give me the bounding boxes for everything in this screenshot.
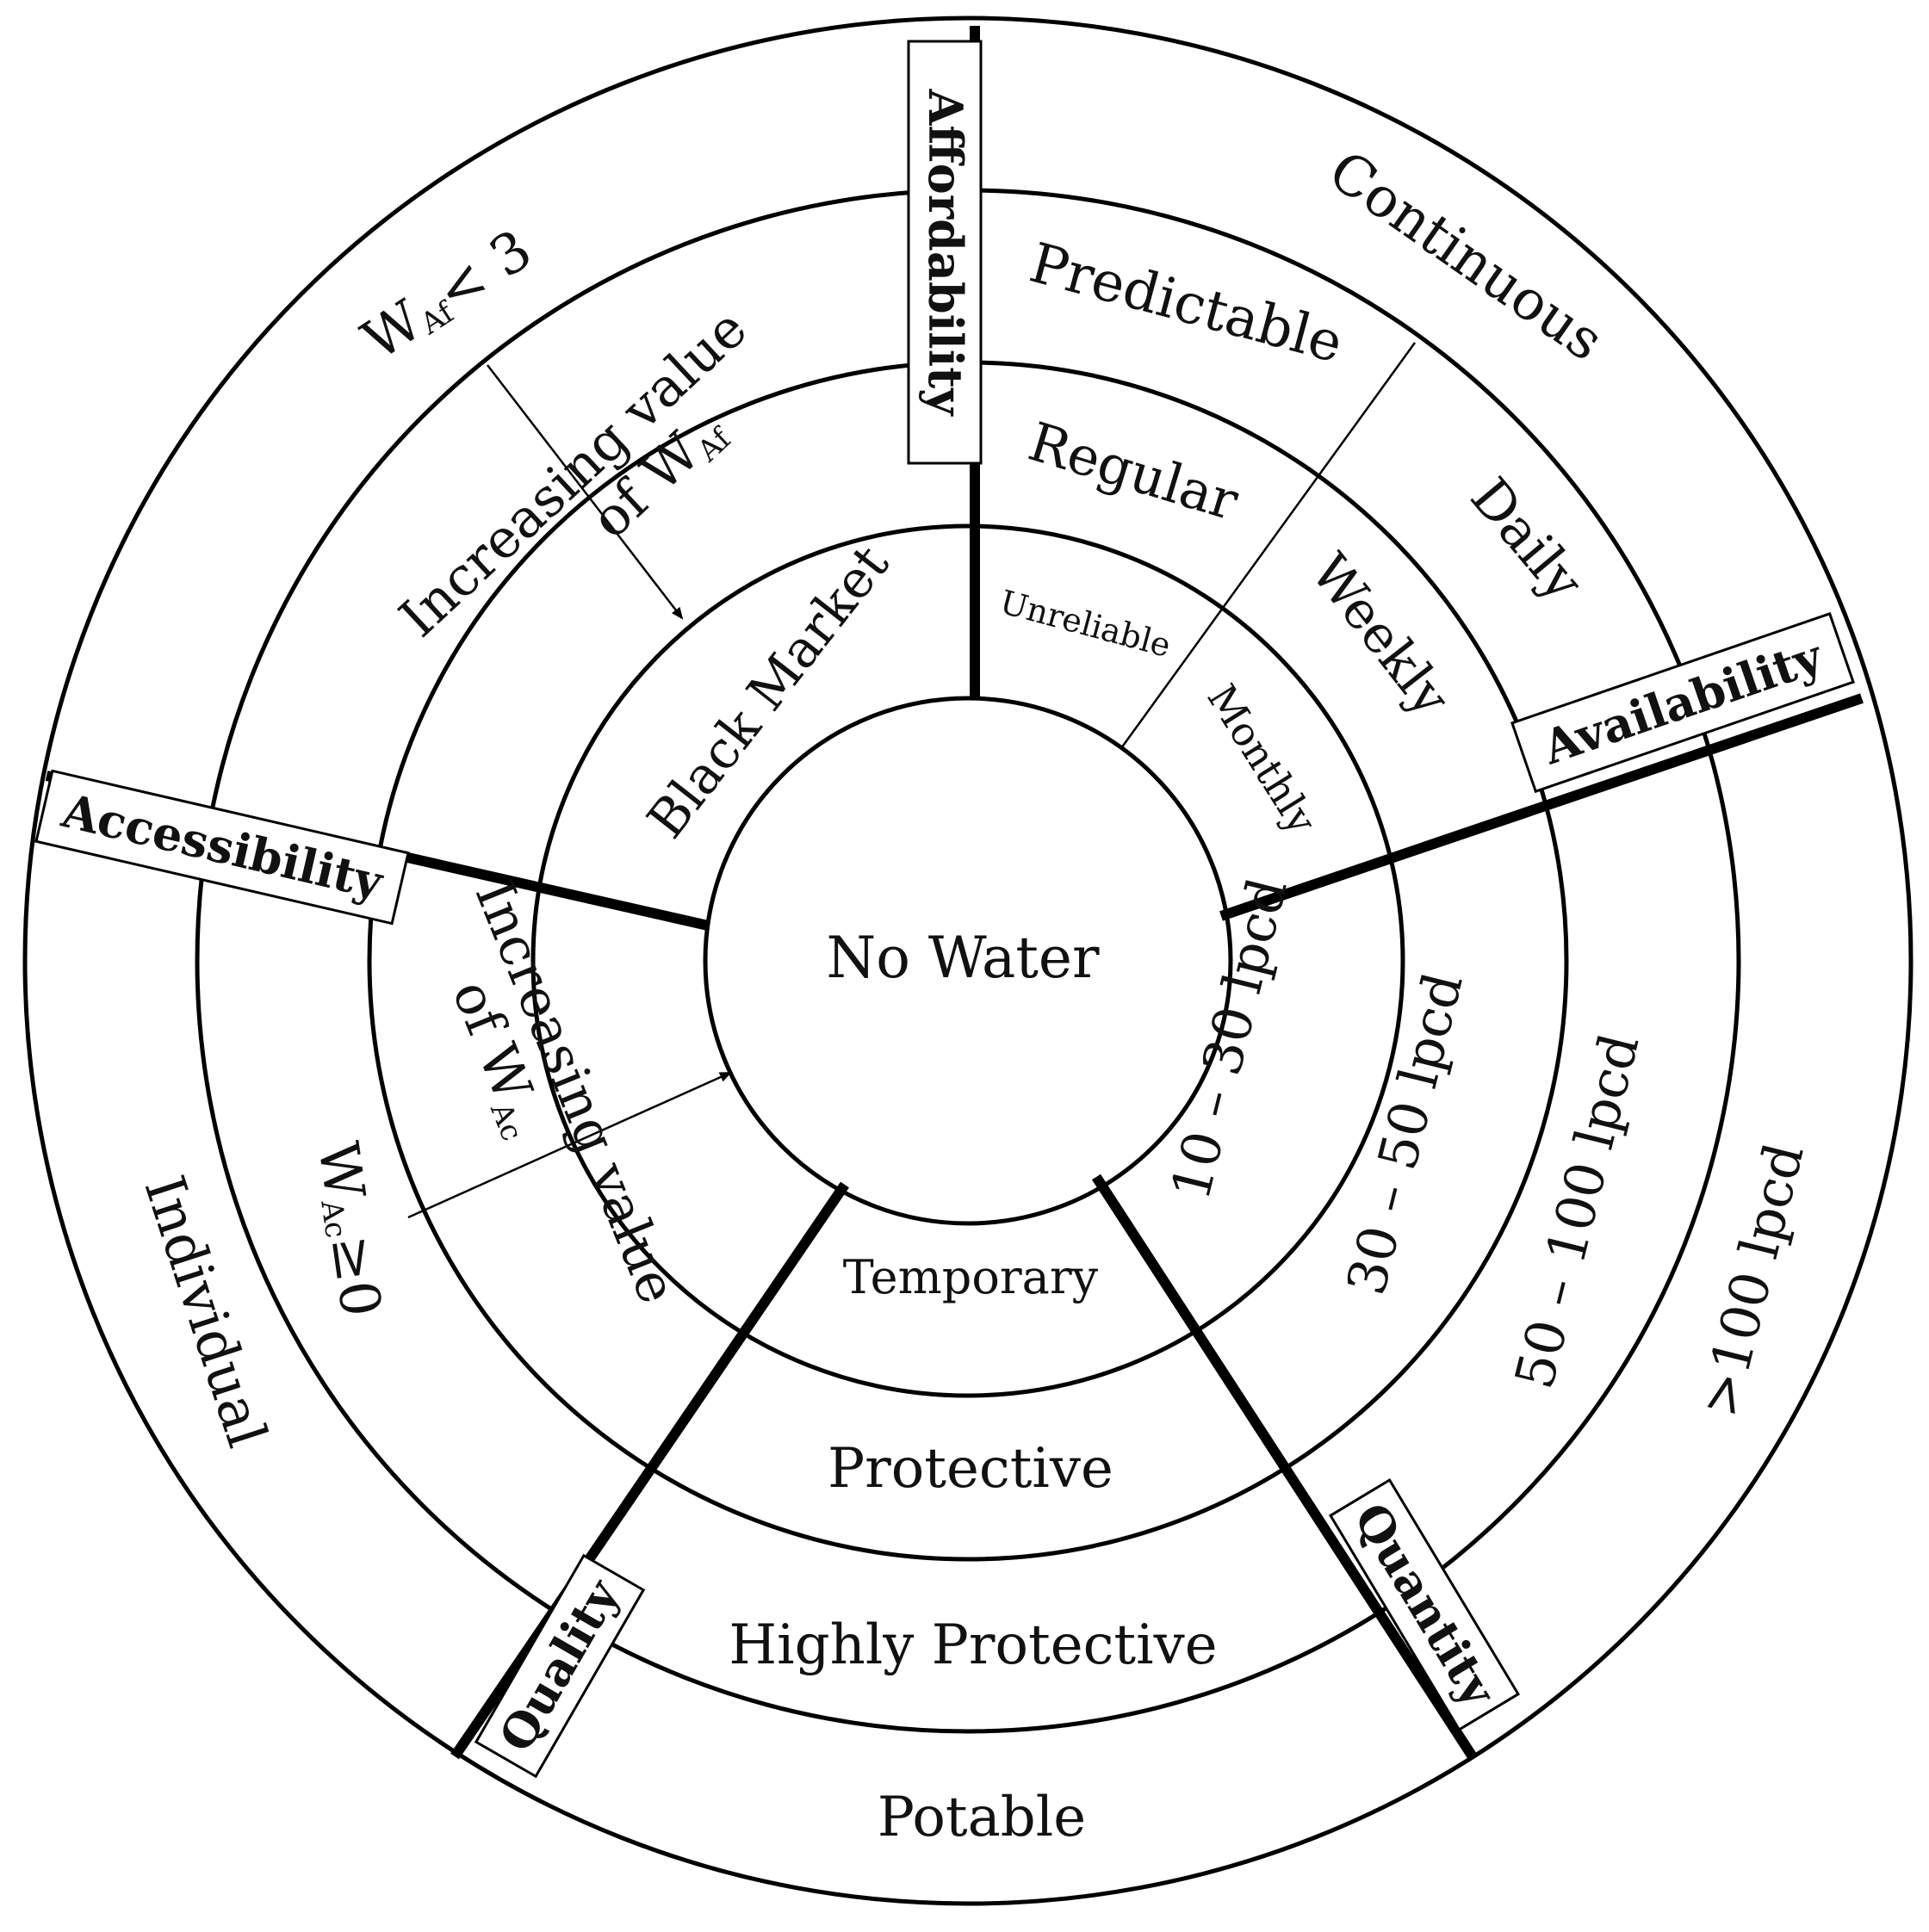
quality-box (474, 1553, 646, 1779)
dimension-label-quantity: Quantity (1328, 1478, 1521, 1731)
availability-level-continuous: Continuous (1317, 139, 1614, 374)
spoke-quantity (1091, 1173, 1479, 1762)
dimension-label-quality: Quality (474, 1553, 646, 1779)
accessibility-threshold-w: W (305, 1138, 375, 1204)
affordability-arrow (487, 364, 684, 620)
availability-level-regular: Regular (1021, 410, 1245, 533)
affordability-label: Affordability (918, 88, 973, 417)
dimension-label-affordability: Affordability (907, 40, 983, 465)
accessibility-label: Accessibility (56, 783, 388, 910)
spoke-quality (450, 1181, 849, 1760)
availability-frequency-monthly: Monthly (1198, 676, 1325, 841)
affordability-threshold-w: W (351, 288, 434, 373)
ring-2 (530, 523, 1405, 1398)
dimension-label-availability: Availability (1510, 611, 1855, 794)
dimension-label-accessibility: Accessibility (34, 769, 410, 926)
center-label: No Water (826, 925, 1099, 991)
affordability-threshold: WAf< 3 (351, 218, 543, 373)
affordability-box (907, 40, 983, 465)
availability-frequency-weekly: Weekly (1299, 543, 1461, 728)
quantity-level-30-50: 30 – 50 lpcd (1335, 967, 1475, 1301)
accessibility-level-individual: Individual (132, 1168, 279, 1454)
availability-box (1510, 611, 1855, 794)
accessibility-arrow-label: Increasing value of WAc (440, 872, 690, 1312)
availability-frequency-divider (1120, 342, 1417, 749)
availability-level-unreliable: Unreliable (996, 583, 1175, 665)
quality-level-highly-protective: Highly Protective (729, 1613, 1217, 1677)
accessibility-arrow (407, 1071, 732, 1219)
quality-level-protective: Protective (828, 1437, 1113, 1501)
accessibility-threshold: WAc≥0 (305, 1138, 393, 1321)
spoke-availability (1219, 693, 1864, 921)
accessibility-threshold-sub: Ac (313, 1198, 353, 1241)
affordability-arrow-label: Increasing value of WAf (388, 297, 759, 649)
quality-level-temporary: Temporary (843, 1250, 1099, 1304)
availability-level-predictable: Predictable (1023, 232, 1349, 376)
quantity-level-50-100: 50 – 100 lpcd (1503, 1028, 1652, 1395)
center-circle (703, 696, 1233, 1226)
quantity-box (1328, 1478, 1521, 1731)
accessibility-box (34, 769, 410, 926)
quality-level-potable: Potable (878, 1786, 1086, 1849)
accessibility-threshold-rest: ≥0 (318, 1231, 392, 1321)
outer-ring (22, 15, 1913, 1906)
